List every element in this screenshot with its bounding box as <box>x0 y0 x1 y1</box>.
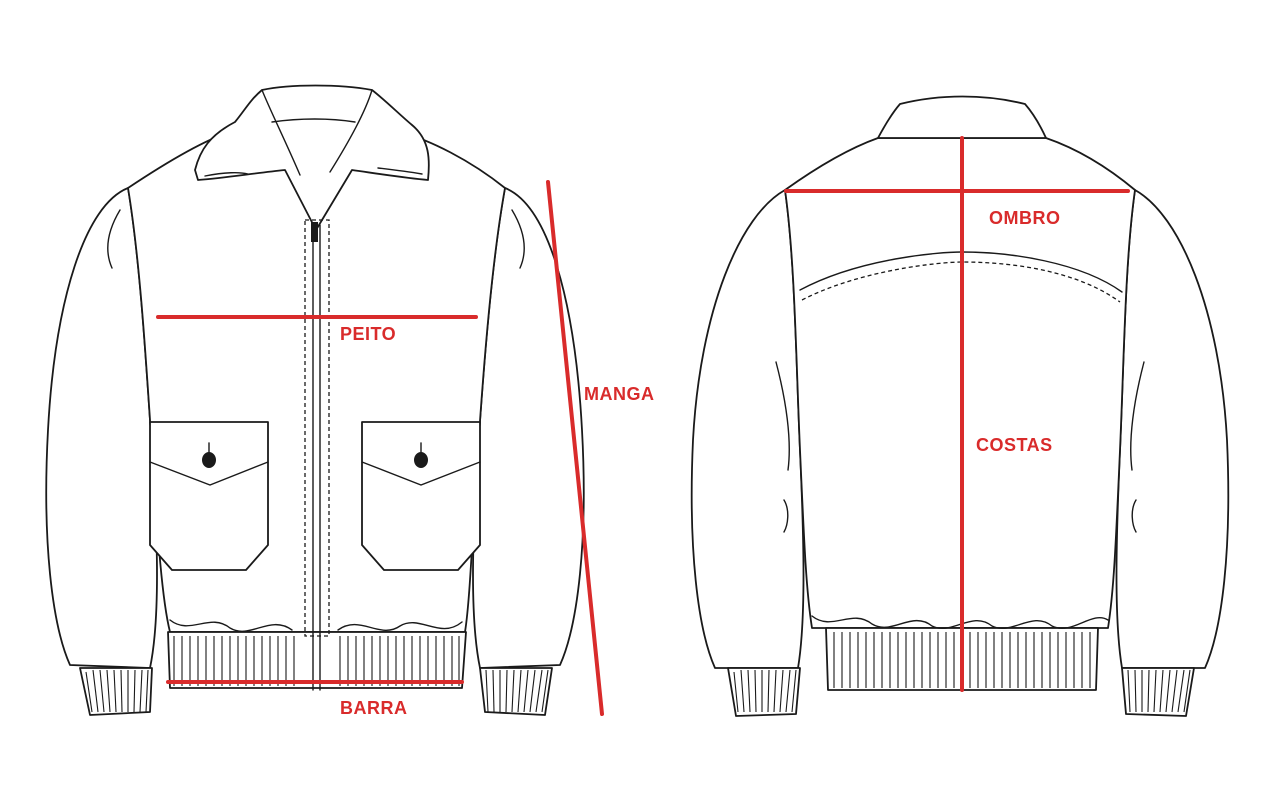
front-collar <box>194 84 430 231</box>
back-gather-line <box>811 615 1109 629</box>
front-right-pocket <box>361 421 481 571</box>
back-right-sleeve <box>1115 189 1230 669</box>
hem-label: BARRA <box>340 698 408 718</box>
sleeve-measure-line <box>546 180 604 716</box>
front-collar-inner <box>261 89 373 176</box>
front-gather-line <box>169 619 463 632</box>
front-collar-fold-right <box>377 167 423 175</box>
back-left-sleeve-fold <box>775 361 790 533</box>
front-right-cuff-ribs <box>485 669 549 713</box>
back-collar <box>877 95 1047 139</box>
back-jacket-view: OMBRO COSTAS <box>690 95 1230 717</box>
front-waistband-ribs <box>173 636 460 686</box>
back-right-sleeve-fold <box>1130 361 1145 533</box>
front-left-cuff-ribs <box>85 669 149 713</box>
front-left-pocket <box>149 421 269 571</box>
front-right-sleeve-fold <box>511 209 525 269</box>
front-left-pocket-flap <box>149 461 269 486</box>
front-right-pocket-button <box>414 452 428 468</box>
zipper-pull <box>311 222 318 242</box>
back-right-cuff-ribs <box>1127 669 1191 713</box>
back-left-sleeve <box>690 189 805 669</box>
front-right-pocket-flap <box>361 461 481 486</box>
back-length-label: COSTAS <box>976 435 1053 455</box>
front-collar-fold-left <box>204 171 249 177</box>
sleeve-label: MANGA <box>584 384 655 404</box>
back-left-cuff-ribs <box>733 669 797 713</box>
front-left-pocket-button <box>202 452 216 468</box>
front-waistband <box>167 631 467 689</box>
front-jacket-view: PEITO MANGA BARRA <box>45 84 655 718</box>
shoulder-label: OMBRO <box>989 208 1061 228</box>
chest-label: PEITO <box>340 324 396 344</box>
front-left-sleeve-fold <box>107 209 121 269</box>
front-zipper-placket <box>304 219 330 637</box>
back-waistband-ribs <box>833 632 1091 688</box>
